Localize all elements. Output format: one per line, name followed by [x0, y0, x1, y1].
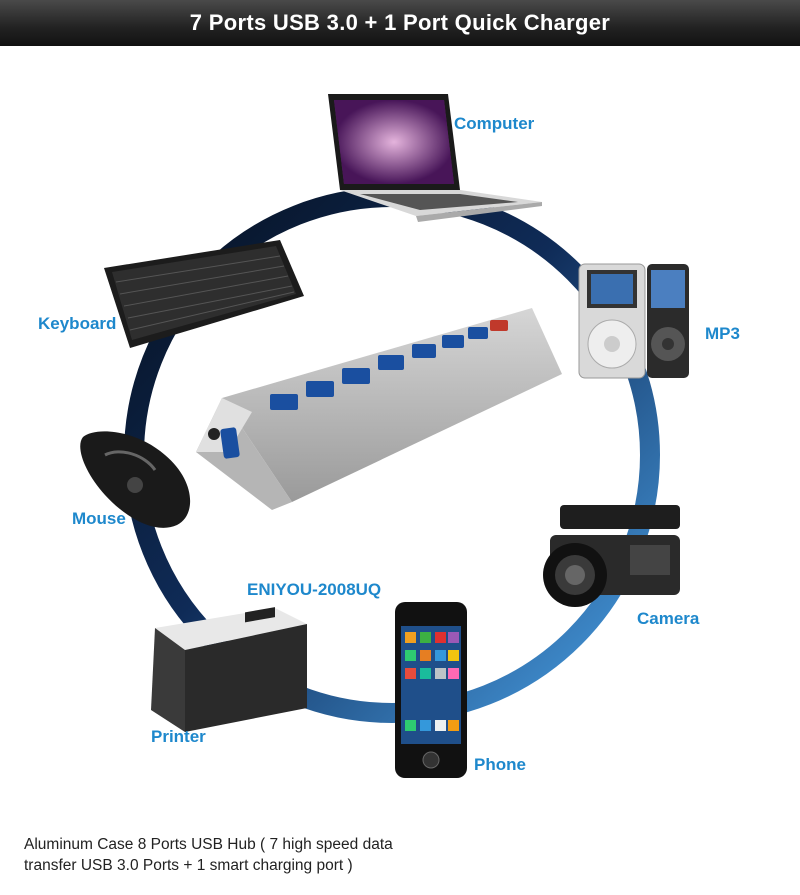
- caption-line-1: Aluminum Case 8 Ports USB Hub ( 7 high s…: [24, 836, 393, 853]
- camcorder-image: [543, 505, 680, 607]
- laptop-image: [328, 94, 542, 222]
- phone-label: Phone: [474, 755, 526, 774]
- camera-label: Camera: [637, 609, 700, 628]
- keyboard-label: Keyboard: [38, 314, 117, 333]
- caption-line-2: transfer USB 3.0 Ports + 1 smart chargin…: [24, 857, 353, 874]
- printer-label: Printer: [151, 727, 206, 746]
- computer-label: Computer: [454, 114, 535, 133]
- product-caption: Aluminum Case 8 Ports USB Hub ( 7 high s…: [24, 834, 464, 876]
- mp3-label: MP3: [705, 324, 740, 343]
- keyboard-image: [104, 240, 304, 348]
- smartphone-image: [395, 602, 467, 778]
- printer-image: [151, 607, 307, 732]
- mouse-label: Mouse: [72, 509, 126, 528]
- page-title: 7 Ports USB 3.0 + 1 Port Quick Charger: [0, 0, 800, 46]
- mouse-image: [80, 431, 191, 528]
- mp3-player-image: [578, 263, 689, 379]
- model-label: ENIYOU-2008UQ: [247, 580, 382, 599]
- usb-hub-image: [196, 308, 562, 510]
